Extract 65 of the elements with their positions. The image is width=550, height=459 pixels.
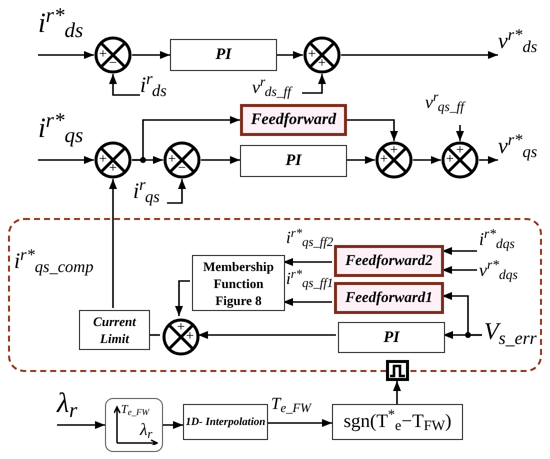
sign-label: +: [186, 330, 194, 344]
sign-label: +: [390, 144, 398, 158]
arrow: [341, 51, 498, 59]
summing-junction: [94, 36, 132, 74]
sign-label: +: [177, 321, 185, 335]
sign-label: +: [446, 153, 454, 167]
input-label: λ$_{r}$: [57, 390, 97, 426]
lookup-graph-box: [105, 398, 163, 452]
arrow: [201, 156, 240, 164]
sign-label: +: [168, 153, 176, 167]
arrow: [132, 116, 240, 161]
arrow: [38, 156, 94, 164]
summing-junction: [163, 141, 201, 179]
arrow: [163, 421, 183, 429]
arrow: [109, 179, 117, 308]
arrow: [347, 156, 375, 164]
sign-label: +: [380, 153, 388, 167]
arrow: [198, 331, 336, 339]
arrow: [268, 419, 332, 427]
process-box: Membership Function Figure 8: [192, 255, 285, 311]
arrow: [175, 280, 190, 316]
arrow: [38, 51, 94, 59]
feedforward-box: Feedforward1: [334, 282, 444, 314]
summing-junction: [303, 36, 341, 74]
sign-label: +: [109, 162, 117, 176]
arrow: [456, 125, 464, 141]
edge-label: T$_{e_FW}$: [271, 395, 311, 412]
sign-label: −: [109, 57, 117, 71]
sign-label: +: [99, 153, 107, 167]
arrow: [277, 51, 303, 59]
axis-label: T$_{e_FW}$: [121, 403, 150, 415]
arrow: [442, 292, 482, 336]
process-box: Current Limit: [79, 310, 150, 350]
arrow: [413, 156, 441, 164]
axis-label: λ$_{r}$: [140, 421, 152, 438]
process-box: PI: [240, 145, 347, 177]
sign-label: +: [99, 48, 107, 62]
arrow: [57, 421, 105, 429]
arrow: [442, 247, 477, 255]
arrow: [302, 74, 326, 94]
arrow: [442, 266, 477, 274]
pulse-icon: [386, 360, 409, 381]
arrow: [479, 156, 498, 164]
summing-junction: [375, 141, 413, 179]
sign-label: −: [178, 162, 186, 176]
arrow: [393, 381, 401, 404]
arrow: [109, 74, 140, 96]
process-box: sgn(T$^{*}$$_{e}$−T$_{FW}$): [332, 404, 463, 440]
input-label: V$_{s_err}$: [484, 320, 542, 358]
process-box: PI: [338, 322, 445, 353]
arrow: [283, 298, 332, 306]
arrow: [283, 258, 332, 266]
feedforward-box: Feedforward: [240, 104, 347, 136]
summing-junction: [162, 318, 200, 356]
feedforward-box: Feedforward2: [334, 245, 444, 277]
arrow: [132, 51, 170, 59]
summing-junction: [441, 141, 479, 179]
sign-label: +: [456, 144, 464, 158]
process-box: PI: [170, 39, 277, 71]
process-box: 1D- Interpolation: [183, 404, 268, 440]
sign-label: +: [308, 48, 316, 62]
arrow: [347, 119, 398, 141]
summing-junction: [94, 141, 132, 179]
arrow: [167, 179, 186, 204]
sign-label: +: [318, 57, 326, 71]
